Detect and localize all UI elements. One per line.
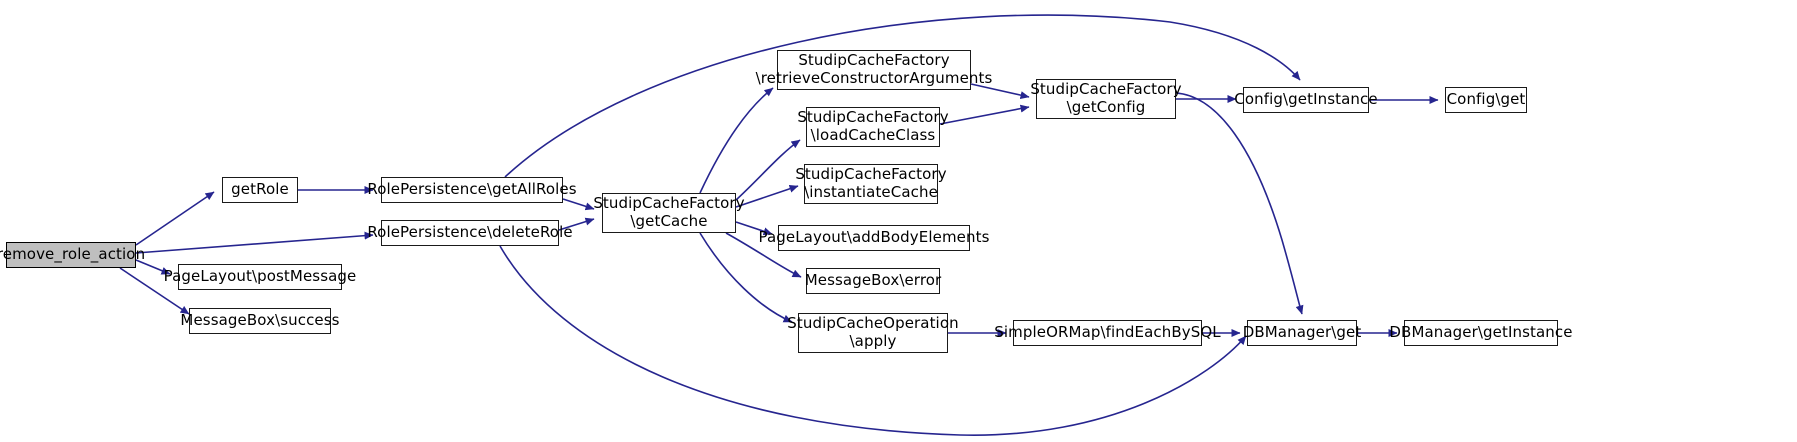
node-label-getAllRoles: RolePersistence\getAllRoles [367,180,577,199]
node-label-postMessage: PageLayout\postMessage [163,267,357,286]
node-findEachBySQL[interactable]: SimpleORMap\findEachBySQL [994,320,1221,346]
node-addBodyElements[interactable]: PageLayout\addBodyElements [759,225,989,251]
node-remove_role_action[interactable]: remove_role_action [0,242,145,268]
node-getRole[interactable]: getRole [222,177,298,203]
edge-getCache-instantiateCache [735,184,799,208]
node-label-getRole: getRole [231,180,289,199]
edge-getAllRoles-configGetInstance [504,14,1301,178]
node-cacheOpApply[interactable]: StudipCacheOperation \apply [787,313,959,353]
edge-remove_role_action-postMessage [135,259,171,275]
edge-getConfig-dbManagerGet [1175,92,1304,315]
node-label-findEachBySQL: SimpleORMap\findEachBySQL [994,323,1221,342]
node-label-instantiateCache: StudipCacheFactory \instantiateCache [795,165,947,201]
node-label-dbManagerGet: DBManager\get [1242,323,1362,342]
node-label-cacheOpApply: StudipCacheOperation \apply [787,314,959,350]
node-label-configGet: Config\get [1446,90,1526,109]
edge-remove_role_action-success [119,267,190,315]
node-label-messageBoxError: MessageBox\error [804,271,942,290]
edge-deleteRole-dbManagerGet [499,245,1247,436]
node-retrieveCtorArgs[interactable]: StudipCacheFactory \retrieveConstructorA… [756,50,992,90]
edge-getCache-addBodyElements [735,221,773,236]
edge-deleteRole-getCache [558,217,595,231]
node-getConfig[interactable]: StudipCacheFactory \getConfig [1030,79,1182,119]
node-dbManagerGetInstance[interactable]: DBManager\getInstance [1389,320,1572,346]
node-success[interactable]: MessageBox\success [180,308,339,334]
node-messageBoxError[interactable]: MessageBox\error [805,268,941,294]
node-label-loadCacheClass: StudipCacheFactory \loadCacheClass [797,108,949,144]
edge-getAllRoles-getCache [562,198,595,211]
edge-getCache-retrieveCtorArgs [699,87,774,194]
node-deleteRole[interactable]: RolePersistence\deleteRole [367,220,573,246]
node-dbManagerGet[interactable]: DBManager\get [1243,320,1361,346]
edge-remove_role_action-deleteRole [135,231,374,254]
node-label-retrieveCtorArgs: StudipCacheFactory \retrieveConstructorA… [755,51,993,87]
node-label-addBodyElements: PageLayout\addBodyElements [758,228,990,247]
node-loadCacheClass[interactable]: StudipCacheFactory \loadCacheClass [797,107,949,147]
node-getCache[interactable]: StudipCacheFactory \getCache [593,193,745,233]
edge-retrieveCtorArgs-getConfig [970,83,1030,100]
edge-getCache-cacheOpApply [699,232,793,323]
edge-remove_role_action-getRole [135,191,215,246]
node-getAllRoles[interactable]: RolePersistence\getAllRoles [367,177,577,203]
edge-getCache-loadCacheClass [735,139,801,201]
edge-loadCacheClass-getConfig [939,104,1030,125]
edge-getCache-messageBoxError [725,232,802,278]
node-instantiateCache[interactable]: StudipCacheFactory \instantiateCache [795,164,947,204]
node-label-configGetInstance: Config\getInstance [1234,90,1378,109]
node-label-getConfig: StudipCacheFactory \getConfig [1030,80,1182,116]
node-label-deleteRole: RolePersistence\deleteRole [367,223,573,242]
node-label-dbManagerGetInstance: DBManager\getInstance [1389,323,1573,342]
node-configGet[interactable]: Config\get [1445,87,1527,113]
node-postMessage[interactable]: PageLayout\postMessage [164,264,356,290]
node-label-getCache: StudipCacheFactory \getCache [593,194,745,230]
node-label-remove_role_action: remove_role_action [0,245,146,264]
node-configGetInstance[interactable]: Config\getInstance [1234,87,1378,113]
node-label-success: MessageBox\success [180,311,340,330]
